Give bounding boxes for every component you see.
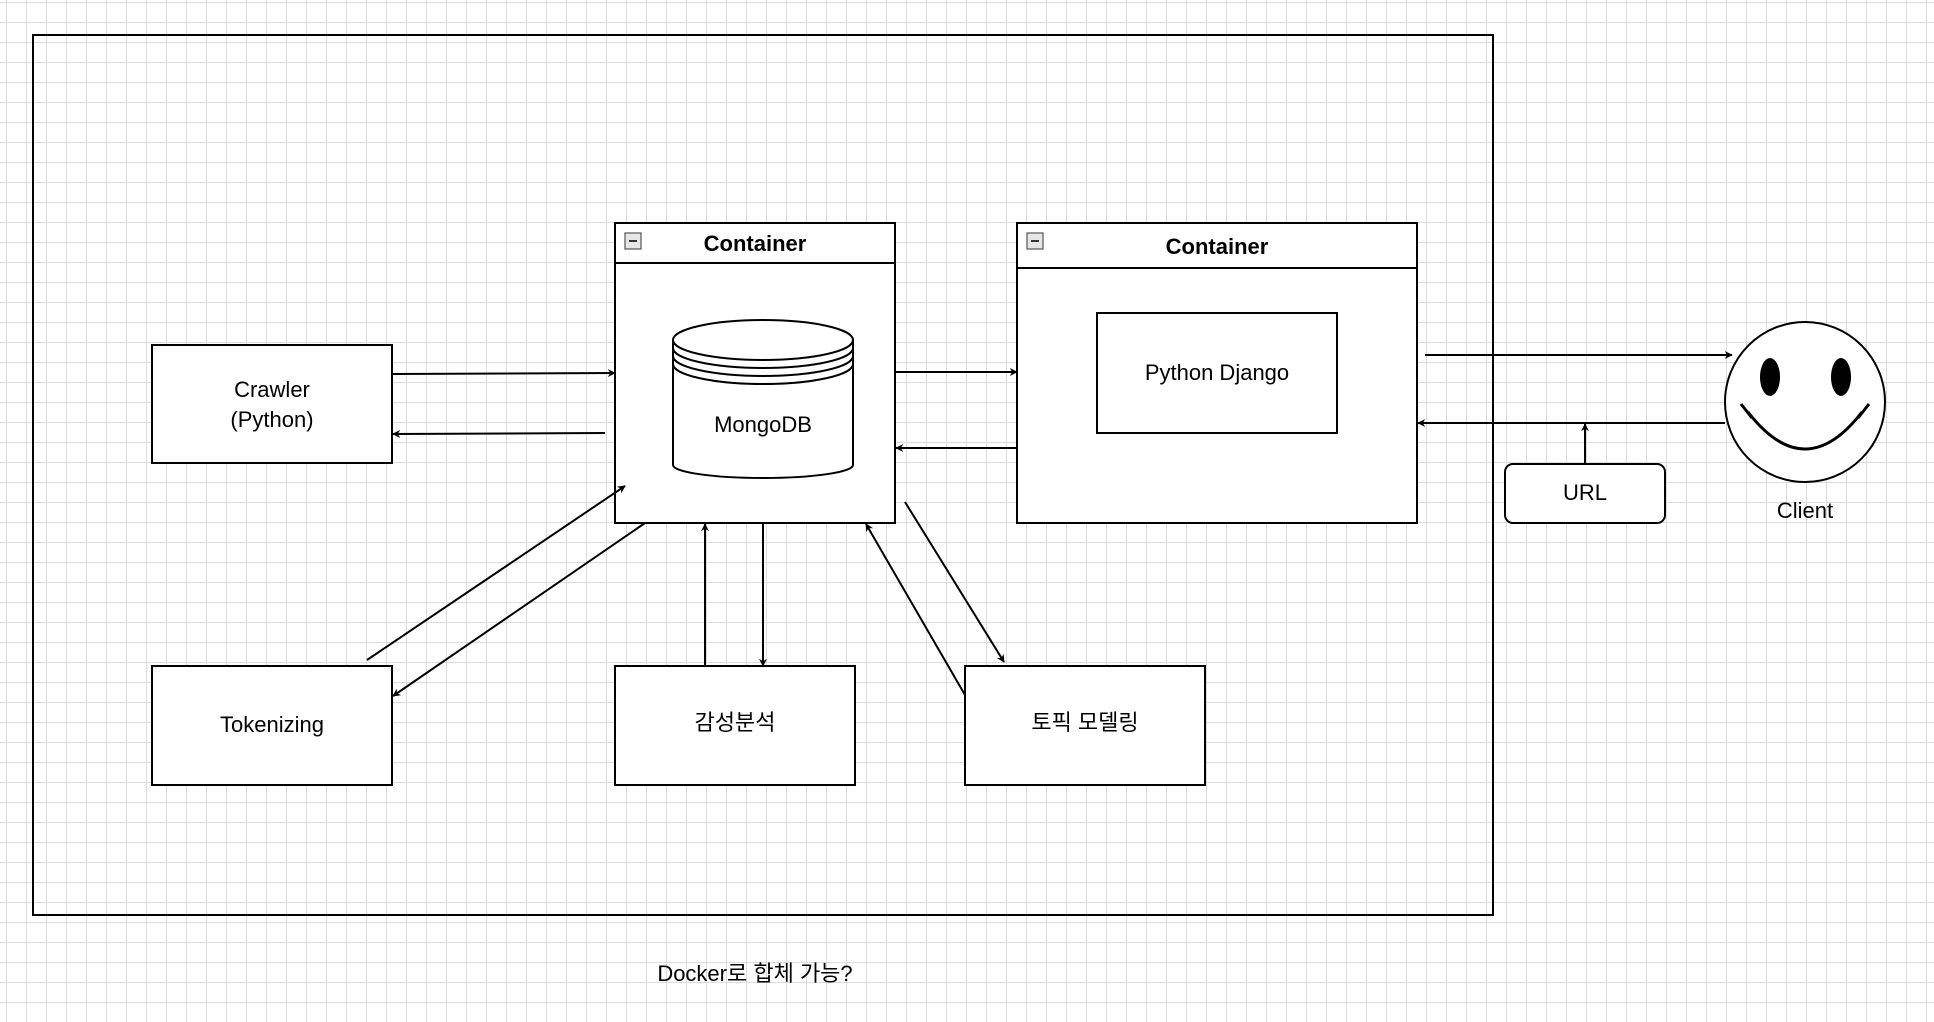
topic-modeling-node[interactable]: 토픽 모델링	[964, 665, 1206, 786]
web-container-title: Container	[1166, 234, 1269, 259]
topic-modeling-label: 토픽 모델링	[1031, 710, 1138, 735]
edge-topic-to-db[interactable]	[865, 523, 966, 696]
django-label: Python Django	[1145, 360, 1289, 385]
db-container-title: Container	[704, 231, 807, 256]
docker-boundary[interactable]	[32, 34, 1494, 916]
crawler-label: Crawler	[234, 377, 310, 402]
client-smiley-icon[interactable]	[1724, 321, 1886, 483]
url-node[interactable]: URL	[1504, 463, 1666, 524]
edge-db-to-topic[interactable]	[904, 501, 1005, 663]
sentiment-label: 감성분석	[695, 710, 776, 735]
tokenizing-node[interactable]: Tokenizing	[151, 665, 393, 786]
edge-crawler-to-db[interactable]	[391, 369, 616, 378]
django-node[interactable]: Python Django	[1096, 312, 1338, 434]
collapse-icon[interactable]	[1026, 232, 1044, 250]
edge-db-to-tokenizing[interactable]	[392, 522, 646, 697]
footer-note: Docker로 합체 가능?	[657, 961, 852, 986]
edge-db-to-crawler[interactable]	[392, 429, 606, 438]
client-label: Client	[1777, 498, 1833, 523]
crawler-sublabel: (Python)	[230, 407, 313, 432]
crawler-node[interactable]: Crawler (Python)	[151, 344, 393, 464]
mongodb-cylinder[interactable]: MongoDB	[672, 319, 854, 479]
url-label: URL	[1563, 480, 1607, 505]
sentiment-node[interactable]: 감성분석	[614, 665, 856, 786]
edge-tokenizing-to-db[interactable]	[366, 485, 626, 661]
tokenizing-label: Tokenizing	[220, 712, 324, 737]
collapse-icon[interactable]	[624, 232, 642, 250]
mongodb-label: MongoDB	[714, 412, 812, 437]
